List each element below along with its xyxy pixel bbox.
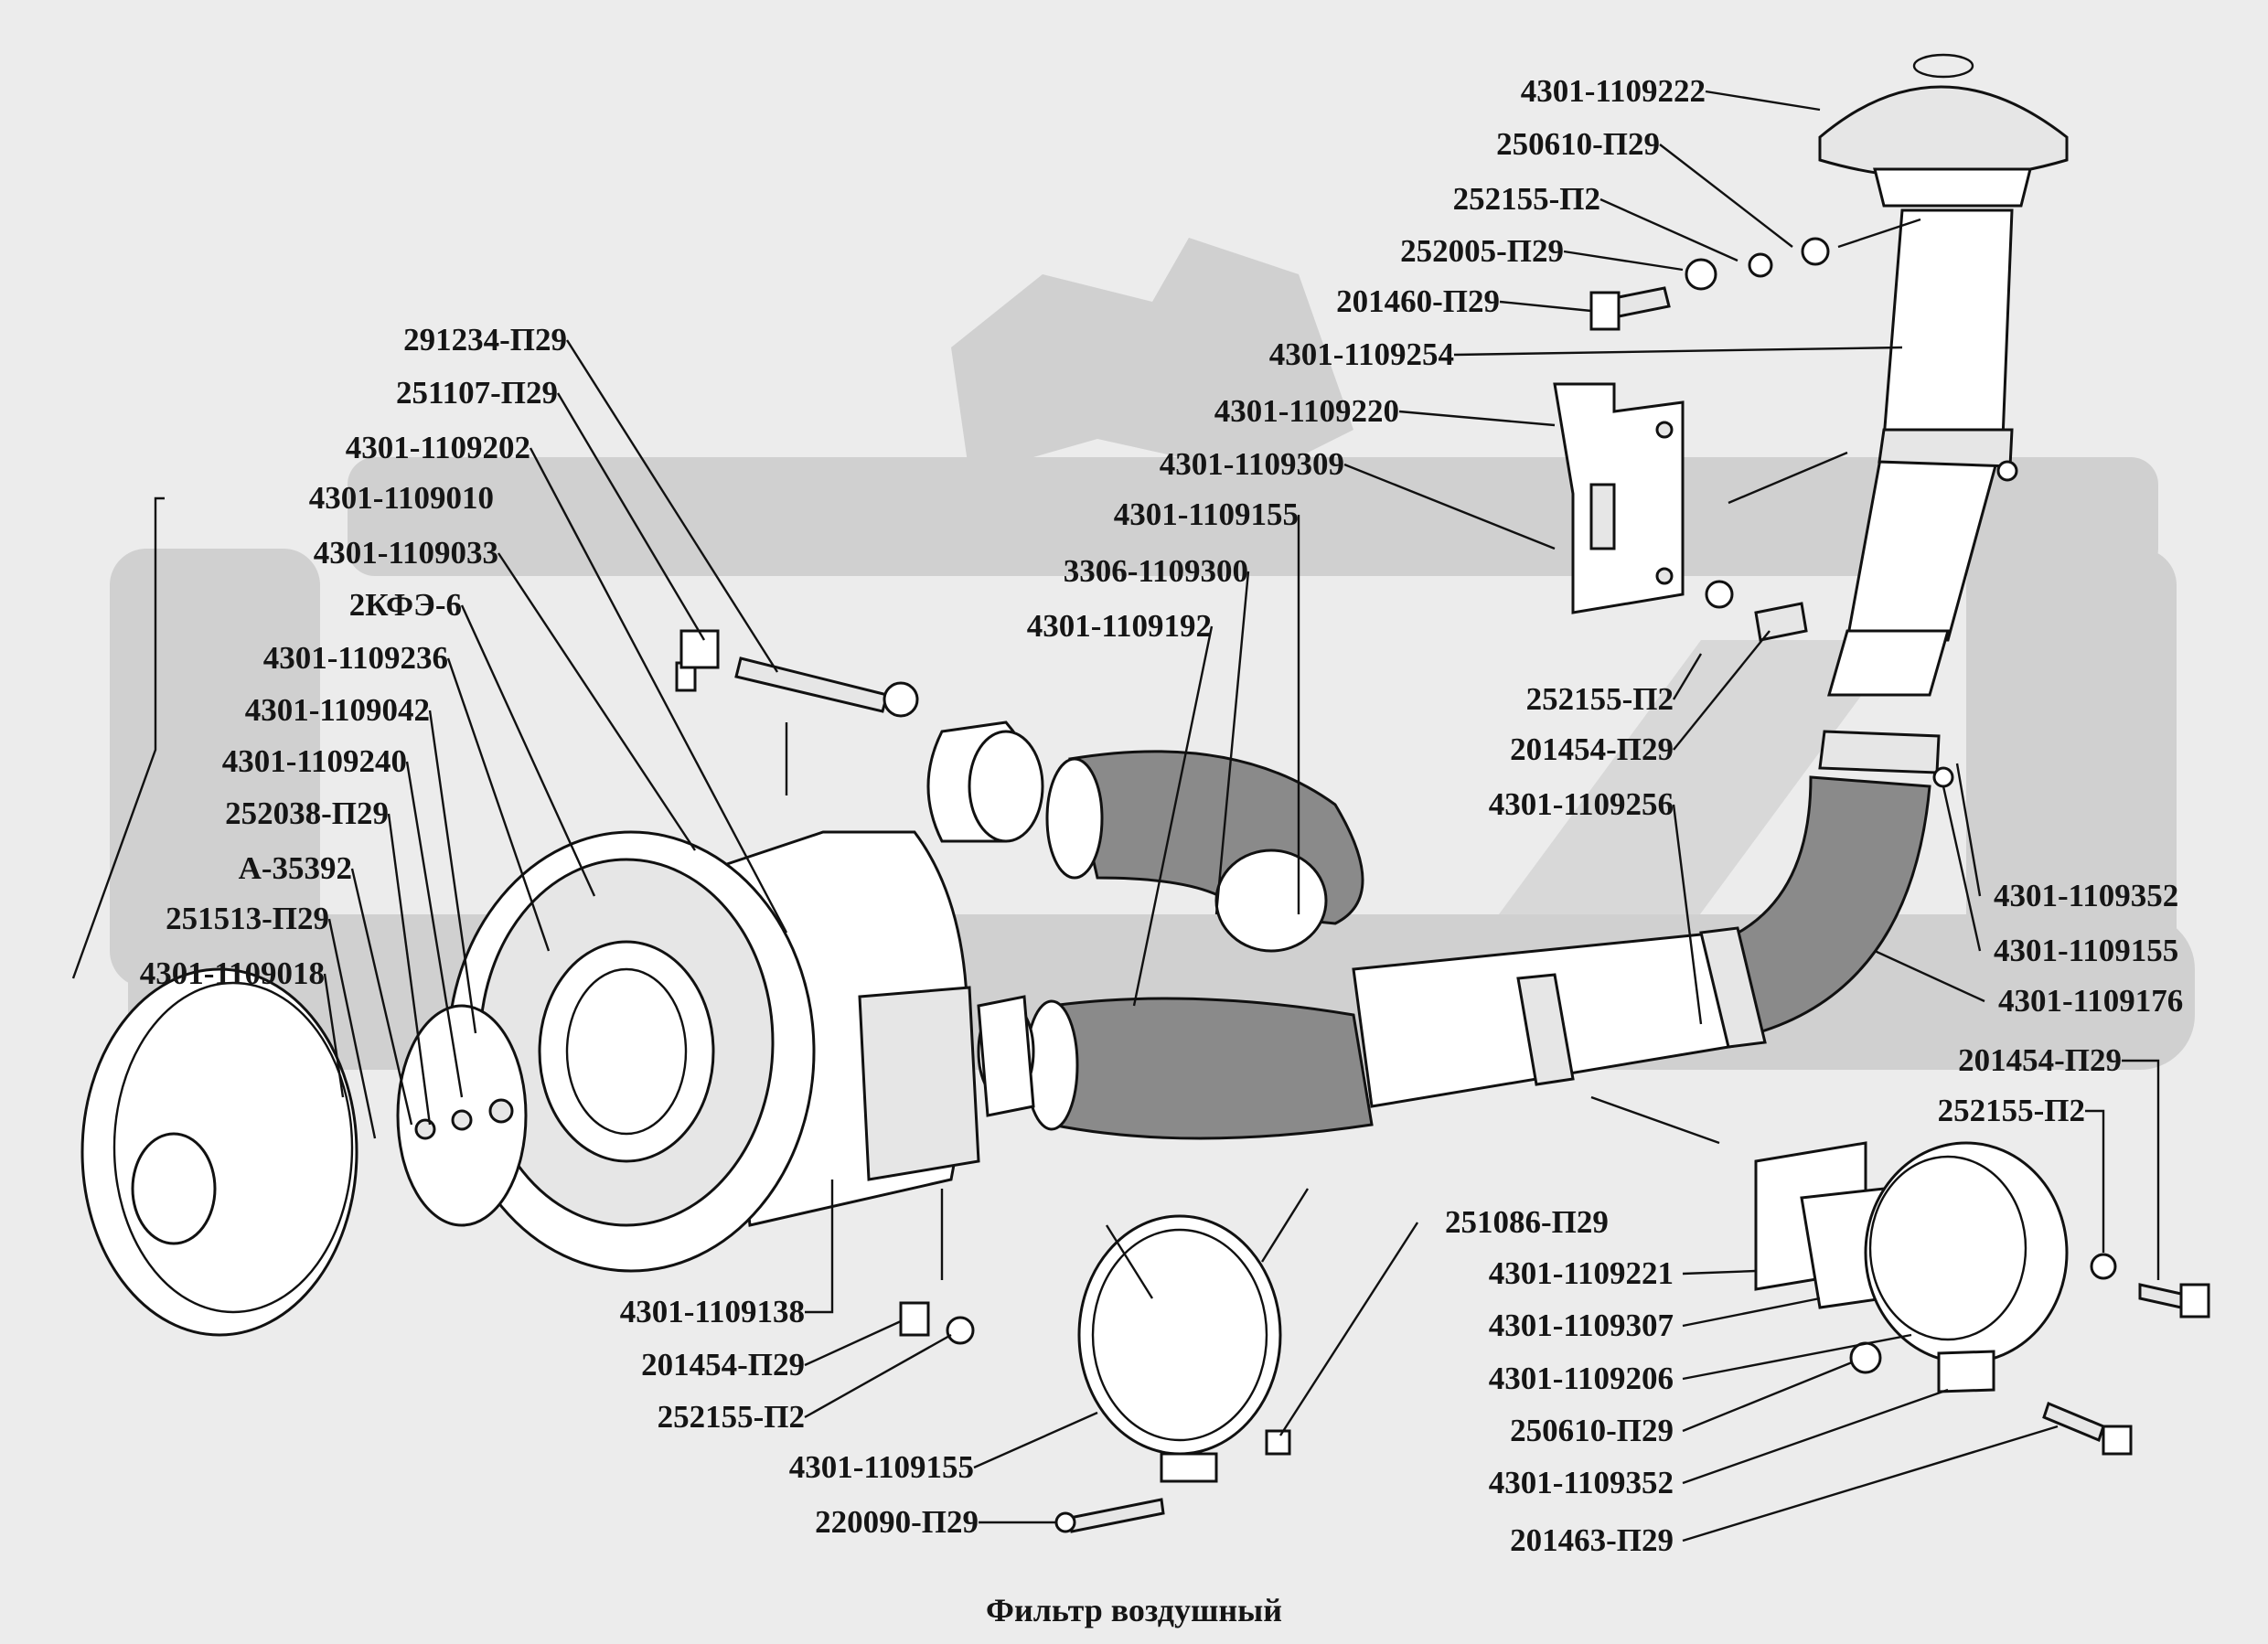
part-label: 252155-П2 <box>657 1399 805 1435</box>
lower-clamp <box>899 1214 1291 1533</box>
part-label: 4301-1109155 <box>1994 933 2179 968</box>
part-label: 251107-П29 <box>396 375 558 411</box>
part-label: 4301-1109042 <box>244 692 430 728</box>
part-label: 252155-П2 <box>1937 1093 2085 1128</box>
part-label: 4301-1109138 <box>619 1294 805 1329</box>
part-label: 201454-П29 <box>1510 731 1674 767</box>
top-bolt <box>679 629 919 795</box>
leader-lines <box>71 90 2160 1543</box>
part-label: 4301-1109256 <box>1488 786 1674 822</box>
part-label: 4301-1109220 <box>1214 393 1399 429</box>
part-label: 251513-П29 <box>166 901 329 936</box>
part-label: 201463-П29 <box>1510 1522 1674 1558</box>
part-label: 3306-1109300 <box>1063 553 1248 589</box>
diagram-caption: Фильтр воздушный <box>986 1592 1282 1628</box>
part-label: А-35392 <box>238 850 352 886</box>
part-label: 220090-П29 <box>815 1504 979 1540</box>
part-label: 4301-1109018 <box>139 955 325 991</box>
part-label: 4301-1109307 <box>1488 1308 1674 1343</box>
part-label: 4301-1109202 <box>345 430 530 465</box>
part-label: 4301-1109309 <box>1159 446 1344 482</box>
elbow-hose <box>1717 775 1931 1035</box>
part-label: 201454-П29 <box>641 1347 805 1382</box>
assembly-arrows <box>940 218 1921 1299</box>
top-fasteners <box>1589 237 1830 331</box>
part-label: 4301-1109352 <box>1994 878 2179 913</box>
part-label: 252005-П29 <box>1400 233 1564 269</box>
horizontal-pipe <box>1352 926 1767 1108</box>
part-label: 252155-П2 <box>1452 181 1600 217</box>
part-label: 4301-1109240 <box>221 743 407 779</box>
part-label: 4301-1109192 <box>1026 608 1212 644</box>
part-label: 4301-1109033 <box>313 535 498 571</box>
part-label: 201454-П29 <box>1958 1042 2122 1078</box>
part-label: 4301-1109352 <box>1488 1465 1674 1500</box>
front-cover <box>80 967 528 1337</box>
part-label: 4301-1109236 <box>262 640 448 676</box>
part-label: 4301-1109221 <box>1488 1255 1674 1291</box>
filter-housing <box>446 661 1035 1273</box>
part-label: 251086-П29 <box>1445 1204 1609 1240</box>
part-label: 4301-1109155 <box>1113 496 1299 532</box>
part-label: 291234-П29 <box>403 322 567 358</box>
upper-bracket <box>1553 382 1808 642</box>
part-label: 4301-1109254 <box>1268 336 1454 372</box>
part-label: 252038-П29 <box>225 795 389 831</box>
intake-pipe <box>1818 208 2018 788</box>
intake-cap <box>1818 53 2069 208</box>
part-label: 250610-П29 <box>1496 126 1660 162</box>
part-label: 2КФЭ-6 <box>348 587 462 623</box>
part-label: 252155-П2 <box>1525 681 1674 717</box>
part-label: 4301-1109155 <box>788 1449 974 1485</box>
lower-right-parts <box>1754 1141 2210 1456</box>
part-label: 250610-П29 <box>1510 1413 1674 1448</box>
part-label: 4301-1109176 <box>1998 983 2184 1019</box>
part-label: 4301-1109206 <box>1488 1361 1674 1396</box>
lower-hose <box>1036 997 1374 1140</box>
part-label: 4301-1109010 <box>308 480 494 516</box>
part-label: 201460-П29 <box>1336 283 1500 319</box>
part-label: 4301-1109222 <box>1520 73 1706 109</box>
